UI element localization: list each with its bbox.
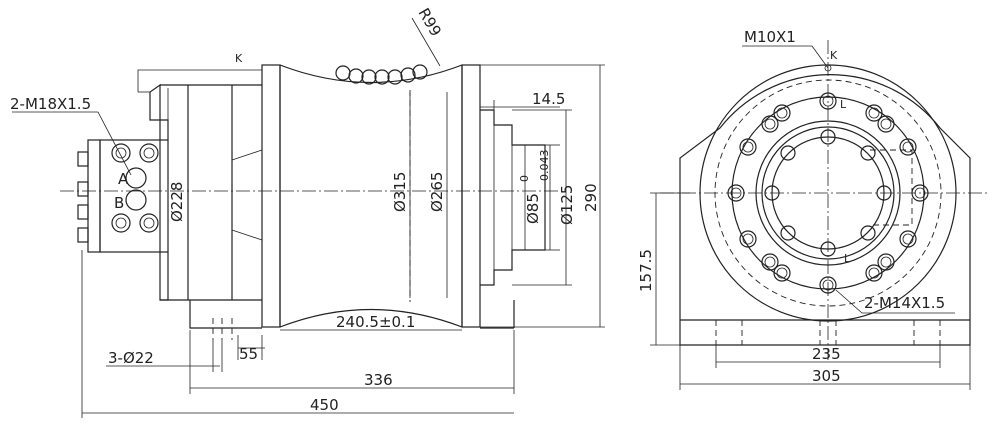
port-a-label: A: [118, 170, 129, 188]
dim-157-5-label: 157.5: [637, 249, 655, 292]
tol-85-lower: -0.043: [538, 150, 551, 185]
dim-290-label: 290: [582, 183, 600, 212]
dim-14-5-label: 14.5: [532, 90, 565, 108]
port-b-label: B: [114, 194, 124, 212]
inner-bolt-ring: [764, 129, 892, 257]
k-label-left: K: [235, 52, 243, 65]
left-flange: [261, 64, 281, 328]
holes-label: 3-Ø22: [108, 349, 154, 367]
rope-coils: [335, 64, 428, 85]
dim-450-label: 450: [310, 396, 339, 414]
base-foot: [189, 300, 515, 340]
right-flange: [461, 64, 481, 328]
l-label-lower: L: [844, 252, 851, 265]
dim-240-5-label: 240.5±0.1: [336, 313, 415, 331]
side-labels: 2-M18X1.5 A B K R99 Ø228 Ø315 Ø265 Ø85 0…: [10, 5, 600, 414]
output-shaft: [480, 109, 546, 286]
front-view: M10X1 K L L 2-M14X1.5 157.5 235 305: [637, 28, 990, 390]
front-labels: M10X1 K L L 2-M14X1.5 157.5 235 305: [637, 28, 945, 385]
dia-85-label: Ø85: [524, 193, 542, 224]
gearbox-body: [137, 69, 263, 301]
dim-336-label: 336: [364, 371, 393, 389]
dim-305-label: 305: [812, 367, 841, 385]
dia-265-label: Ø265: [428, 172, 446, 212]
m10-label: M10X1: [744, 28, 796, 46]
dia-125-label: Ø125: [558, 185, 576, 225]
front-dimensions: [650, 45, 971, 390]
front-housing: [679, 74, 971, 346]
side-dimensions: [12, 17, 605, 418]
motor-port-bolts: [111, 143, 159, 233]
l-label-upper: L: [840, 98, 847, 111]
dia-315-label: Ø315: [391, 172, 409, 212]
tol-85-upper: 0: [518, 175, 531, 182]
dia-228-label: Ø228: [168, 182, 186, 222]
dim-55-label: 55: [239, 345, 258, 363]
outer-bolt-ring: [727, 92, 929, 294]
side-view: 2-M18X1.5 A B K R99 Ø228 Ø315 Ø265 Ø85 0…: [10, 5, 605, 418]
radius-label: R99: [415, 5, 445, 40]
port-thread-label: 2-M18X1.5: [10, 95, 91, 113]
k-label-right: K: [830, 49, 838, 62]
m14-label: 2-M14X1.5: [864, 294, 945, 312]
dim-235-label: 235: [812, 345, 841, 363]
